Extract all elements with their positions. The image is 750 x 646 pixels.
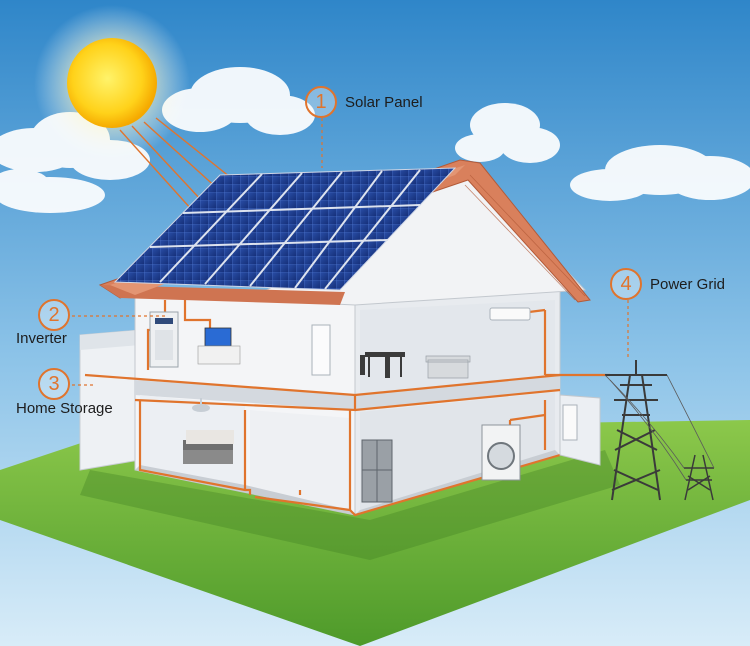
power-grid-tower [605,360,667,501]
power-grid-label: Power Grid [650,275,726,293]
sun-icon [67,38,157,128]
callout-power-grid: 4 Power Grid [610,268,725,300]
ceiling-lamp [192,398,210,412]
inverter-label: Inverter [16,330,67,347]
callout-home-storage: 3 [38,368,70,400]
callout-leaders [72,118,629,386]
washing-machine [481,424,521,481]
callout-solar-panel: 1 Solar Panel [305,86,423,118]
solar-panel-array [113,167,457,291]
solar-panel-label: Solar Panel [345,93,423,111]
dining-set [360,352,405,378]
callout-number-4: 4 [610,268,642,300]
callout-number-1: 1 [305,86,337,118]
callout-number-2: 2 [38,299,70,331]
air-conditioner [489,307,531,321]
home-storage-label: Home Storage [16,400,113,417]
sofa [425,355,471,379]
bed [183,430,234,464]
callout-number-3: 3 [38,368,70,400]
callout-inverter: 2 [38,299,70,331]
power-grid-tower-small [684,454,714,501]
refrigerator [361,439,393,503]
